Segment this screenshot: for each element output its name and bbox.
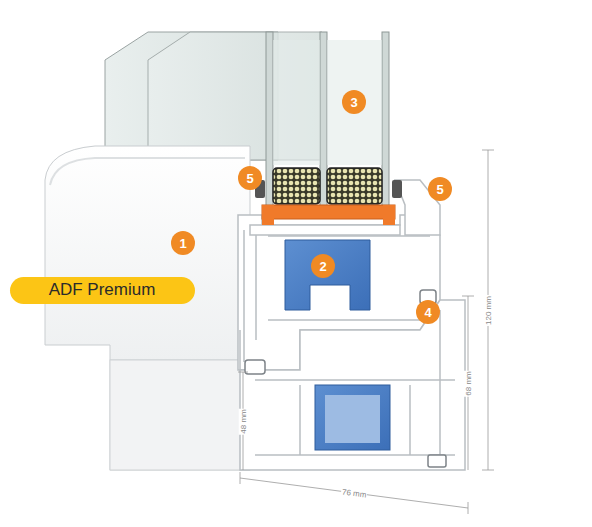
callout-circle: 5 — [238, 166, 262, 190]
callout-number: 4 — [424, 305, 431, 320]
glazing-unit — [255, 168, 402, 225]
sash-extrusion — [45, 146, 250, 470]
frame-section — [240, 290, 465, 470]
dimension-label: 68 mm — [463, 370, 472, 396]
callout-number: 5 — [436, 182, 443, 197]
callout-number: 1 — [179, 236, 186, 251]
steel-reinforcement — [285, 240, 390, 450]
callout-number: 5 — [246, 171, 253, 186]
callout-circle: 4 — [416, 300, 440, 324]
callout-circle: 3 — [342, 90, 366, 114]
callout-number: 2 — [319, 259, 326, 274]
dimension-label: 76 mm — [340, 487, 367, 499]
callout-circle: 5 — [428, 177, 452, 201]
callout-circle: 1 — [171, 231, 195, 255]
product-badge: ADF Premium — [10, 277, 195, 304]
product-name: ADF Premium — [49, 280, 156, 300]
callout-circle: 2 — [311, 254, 335, 278]
dimension-lines — [238, 150, 494, 514]
callout-number: 3 — [350, 95, 357, 110]
dimension-label: 48 mm — [238, 408, 247, 434]
dimension-label: 120 mm — [484, 295, 493, 326]
